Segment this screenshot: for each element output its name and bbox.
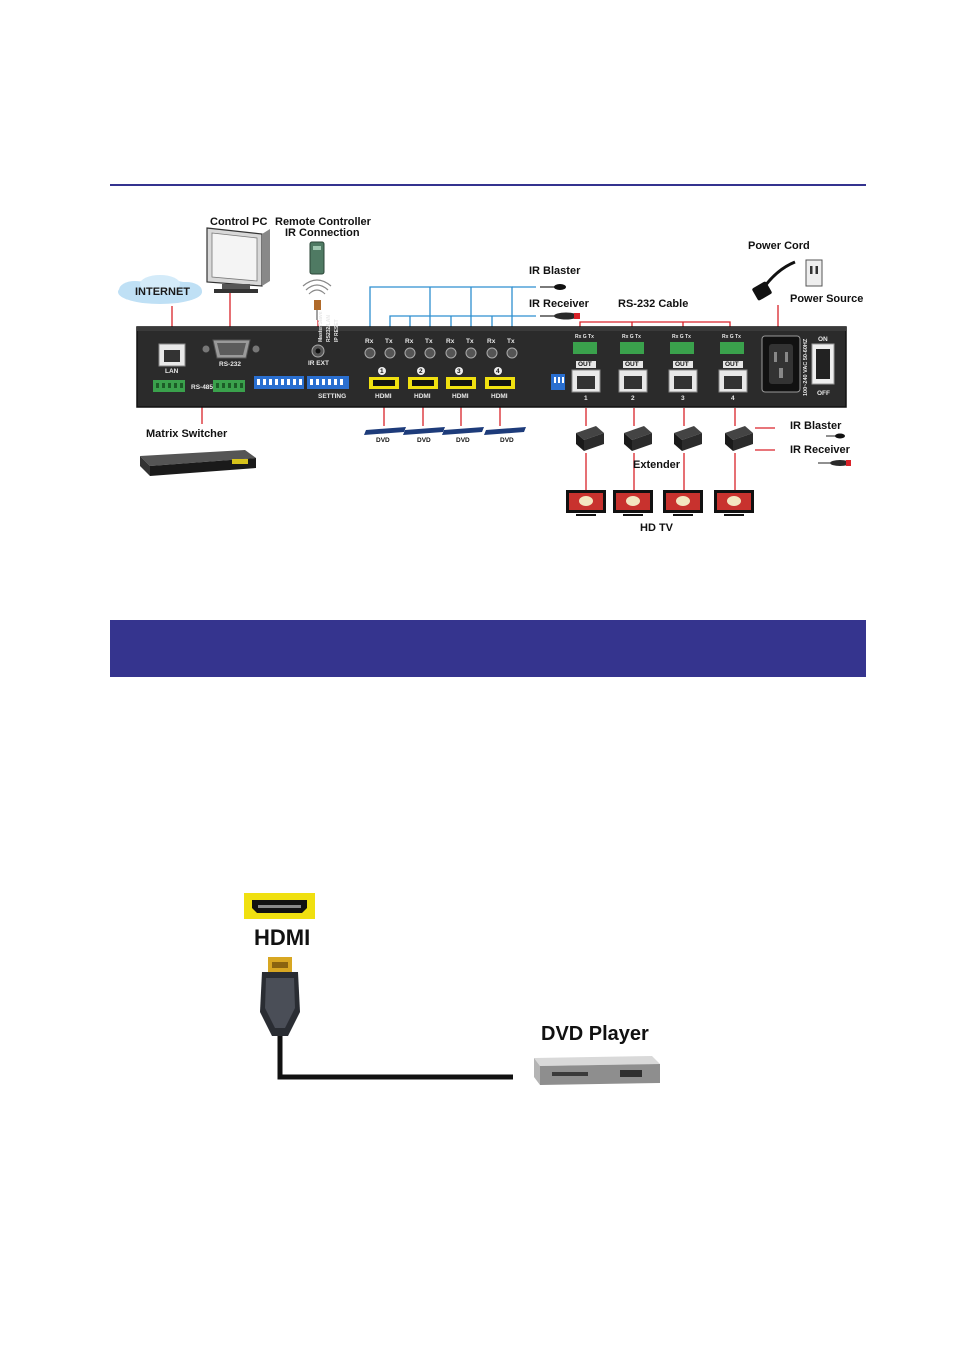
hdmi-input-label: HDMI: [375, 393, 392, 400]
power-switch: [811, 343, 835, 385]
power-source-label: Power Source: [790, 293, 864, 305]
section-header-band: [110, 620, 866, 677]
control-pc-label: Control PC: [210, 216, 268, 228]
power-off-label: OFF: [817, 390, 830, 397]
ir-receiver-right-label: IR Receiver: [790, 444, 850, 456]
power-outlet-icon: [805, 259, 823, 287]
ir-port-label: Rx: [487, 338, 496, 345]
output-out-label: OUT: [675, 361, 689, 368]
hdmi-title: HDMI: [254, 925, 311, 950]
connection-diagram: [118, 227, 851, 516]
rs232-port: [202, 339, 260, 359]
ir-blaster-right-icon: [826, 433, 845, 439]
ir-connection-label: IR Connection: [285, 227, 360, 239]
output-rs-label: Rx G Tx: [575, 334, 594, 340]
ir-receiver-top-label: IR Receiver: [529, 298, 589, 310]
ir-jacks: [364, 347, 518, 359]
dvd-label: DVD: [500, 437, 514, 444]
extender-devices: [576, 426, 753, 451]
hd-tvs: [566, 490, 754, 516]
dvd-devices: [364, 427, 526, 435]
rs232-cable-label: RS-232 Cable: [618, 298, 689, 310]
hdmi-port-icon: [244, 893, 315, 919]
hdmi-input-label: HDMI: [491, 393, 508, 400]
internet-cloud: [118, 275, 202, 304]
lan-port-label: LAN: [165, 368, 179, 375]
ir-ext-jack: [311, 344, 325, 358]
ir-port-label: Tx: [385, 338, 393, 345]
dvd-label: DVD: [456, 437, 470, 444]
dvd-label: DVD: [376, 437, 390, 444]
output-number: 1: [584, 395, 588, 402]
power-inlet: [761, 335, 801, 393]
power-on-label: ON: [818, 336, 828, 343]
output-ports: [571, 342, 748, 393]
control-pc-monitor: [206, 227, 270, 293]
ir-receiver-right-icon: [818, 460, 851, 466]
section-rule: [110, 184, 866, 186]
ir-port-label: Tx: [507, 338, 515, 345]
setting-label: SETTING: [318, 393, 347, 400]
hdmi-input-label: HDMI: [452, 393, 469, 400]
output-number: 2: [631, 395, 635, 402]
extender-label: Extender: [633, 459, 681, 471]
output-out-label: OUT: [625, 361, 639, 368]
dvd-player-title: DVD Player: [541, 1023, 649, 1045]
ir-blaster-top-label: IR Blaster: [529, 265, 581, 277]
dip-switch-banks: [254, 374, 565, 390]
hdmi-input-number: 3: [457, 368, 461, 375]
ir-port-label: Rx: [405, 338, 414, 345]
remote-controller-label: Remote Controller: [275, 216, 371, 228]
ir-ext-label: IR EXT: [308, 360, 329, 367]
output-number: 4: [731, 395, 735, 402]
rs485-terminals: [153, 380, 245, 392]
ir-receiver-top-icon: [540, 312, 580, 320]
hdmi-input-number: 1: [380, 368, 384, 375]
output-out-label: OUT: [725, 361, 739, 368]
output-rs-label: Rx G Tx: [722, 334, 741, 340]
hdmi-input-number: 4: [496, 368, 500, 375]
hdmi-input-ports: [369, 367, 515, 389]
ir-port-label: Tx: [466, 338, 474, 345]
rs232-port-label: RS-232: [219, 361, 242, 368]
rs485-label: RS-485: [191, 384, 214, 391]
ir-blaster-right-label: IR Blaster: [790, 420, 842, 432]
remote-controller: [302, 241, 332, 320]
power-cord-label: Power Cord: [748, 240, 810, 252]
matrix-switcher-device: [140, 450, 256, 476]
ir-port-label: Rx: [365, 338, 374, 345]
output-out-label: OUT: [578, 361, 592, 368]
hdmi-input-number: 2: [419, 368, 423, 375]
ir-blaster-top-icon: [540, 284, 566, 290]
output-rs-label: Rx G Tx: [622, 334, 641, 340]
matrix-switcher-label: Matrix Switcher: [146, 428, 228, 440]
ir-port-label: Rx: [446, 338, 455, 345]
lan-port: [158, 343, 186, 367]
hdmi-input-label: HDMI: [414, 393, 431, 400]
output-number: 3: [681, 395, 685, 402]
power-cord-icon: [752, 260, 796, 301]
dvd-player-device: [534, 1056, 660, 1085]
output-rs-label: Rx G Tx: [672, 334, 691, 340]
dvd-label: DVD: [417, 437, 431, 444]
ir-port-label: Tx: [425, 338, 433, 345]
hdmi-cable-plug: [260, 957, 300, 1036]
hd-tv-label: HD TV: [640, 522, 673, 534]
internet-label: INTERNET: [135, 286, 190, 298]
